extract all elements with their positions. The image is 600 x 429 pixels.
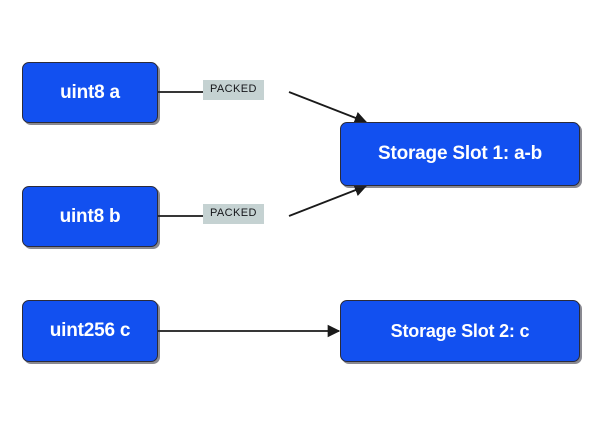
edge-a-segment-right (288, 91, 368, 124)
node-uint8-a-label: uint8 a (60, 81, 120, 103)
node-uint256-c[interactable]: uint256 c (22, 300, 158, 362)
edge-b-segment-right (288, 184, 368, 217)
node-uint8-b[interactable]: uint8 b (22, 186, 158, 247)
edge-label-packed-a: PACKED (203, 80, 264, 100)
edge-label-packed-b: PACKED (203, 204, 264, 224)
node-uint256-c-label: uint256 c (49, 320, 131, 341)
node-storage-slot-1[interactable]: Storage Slot 1: a-b (340, 122, 580, 186)
node-storage-slot-2-label: Storage Slot 2: c (390, 320, 530, 341)
node-storage-slot-1-label: Storage Slot 1: a-b (377, 143, 543, 164)
node-uint8-a[interactable]: uint8 a (22, 62, 158, 123)
node-uint8-b-label: uint8 b (59, 205, 121, 227)
node-storage-slot-2[interactable]: Storage Slot 2: c (340, 300, 580, 362)
